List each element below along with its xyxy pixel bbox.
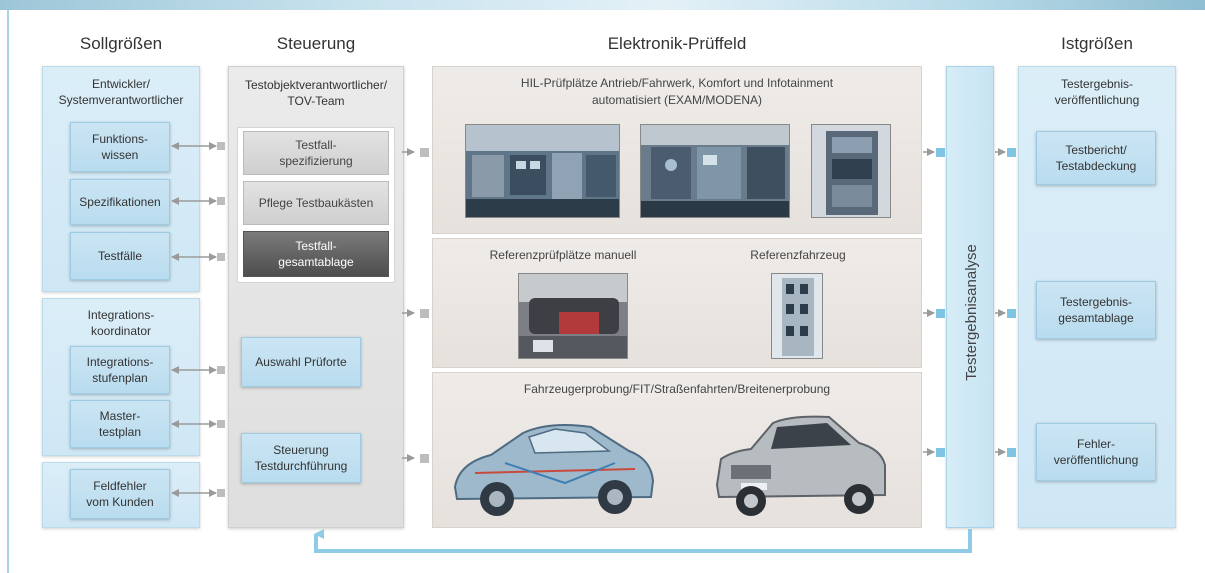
referenz-section: Referenzprüfplätze manuell Referenzfahrz… [432,238,922,368]
testergebnisanalyse-label-wrap: Testergebnisanalyse [947,67,995,557]
header-sollgroessen: Sollgrößen [79,34,163,53]
header-istgroessen: Istgrößen [1061,34,1133,53]
veroeffentlichung-title: Testergebnis- veröffentlichung [1054,77,1140,107]
steuerung-panel: Testobjektverantwortlicher/ TOV-Team Tes… [228,66,404,528]
fahrzeugerprobung-section: Fahrzeugerprobung/FIT/Straßenfahrten/Bre… [432,372,922,528]
integrationskoordinator-group: Integrations- koordinator Integrations- … [42,298,200,456]
hil-lab-photo-1 [465,124,620,218]
feldfehler-box: Feldfehler vom Kunden [70,469,170,519]
funktionswissen-box: Funktions- wissen [70,122,170,172]
top-decorative-band [0,0,1205,10]
hil-lab-photo-2 [640,124,790,218]
testergebnisanalyse-bar: Testergebnisanalyse [946,66,994,528]
pflege-testbaukaesten-box: Pflege Testbaukästen [243,181,389,225]
integrationskoordinator-title: Integrations- koordinator [87,308,155,338]
referenz-manuell-photo [518,273,628,359]
hil-pruefplaetze-section: HIL-Prüfplätze Antrieb/Fahrwerk, Komfort… [432,66,922,234]
testfall-gesamtablage-box: Testfall- gesamtablage [243,231,389,277]
suv-car-image [711,403,891,523]
referenzfahrzeug-photo [771,273,823,359]
tov-team-title: Testobjektverantwortlicher/ TOV-Team [244,78,388,108]
integrationsstufenplan-box: Integrations- stufenplan [70,346,170,394]
testfallspezifizierung-box: Testfall- spezifizierung [243,131,389,175]
feedback-loop-arrow [314,529,972,553]
feldfehler-group: Feldfehler vom Kunden [42,462,200,528]
steuerung-testdurchfuehrung-box: Steuerung Testdurchführung [241,433,361,483]
auswahl-prueforte-box: Auswahl Prüforte [241,337,361,387]
mastertestplan-box: Master- testplan [70,400,170,448]
hil-section-title: HIL-Prüfplätze Antrieb/Fahrwerk, Komfort… [520,76,834,107]
xray-car-image [445,403,660,523]
referenzpruefplaetze-title: Referenzprüfplätze manuell [489,248,637,262]
fahrzeugerprobung-title: Fahrzeugerprobung/FIT/Straßenfahrten/Bre… [523,382,831,396]
testergebnisanalyse-label: Testergebnisanalyse [962,243,980,381]
fehlerveroeffentlichung-box: Fehler- veröffentlichung [1036,423,1156,481]
left-accent-line [7,10,9,573]
hil-lab-photo-3 [811,124,891,218]
testfaelle-box: Testfälle [70,232,170,280]
testergebnisveroeffentlichung-panel: Testergebnis- veröffentlichung Testberic… [1018,66,1176,528]
referenzfahrzeug-title: Referenzfahrzeug [750,248,846,262]
header-steuerung: Steuerung [276,34,356,53]
testergebnis-gesamtablage-box: Testergebnis- gesamtablage [1036,281,1156,339]
testbericht-box: Testbericht/ Testabdeckung [1036,131,1156,185]
entwickler-group-title: Entwickler/ Systemverantwortlicher [58,77,184,107]
entwickler-group: Entwickler/ Systemverantwortlicher Funkt… [42,66,200,292]
spezifikationen-box: Spezifikationen [70,179,170,225]
header-elektronik-prueffeld: Elektronik-Prüffeld [607,34,747,53]
